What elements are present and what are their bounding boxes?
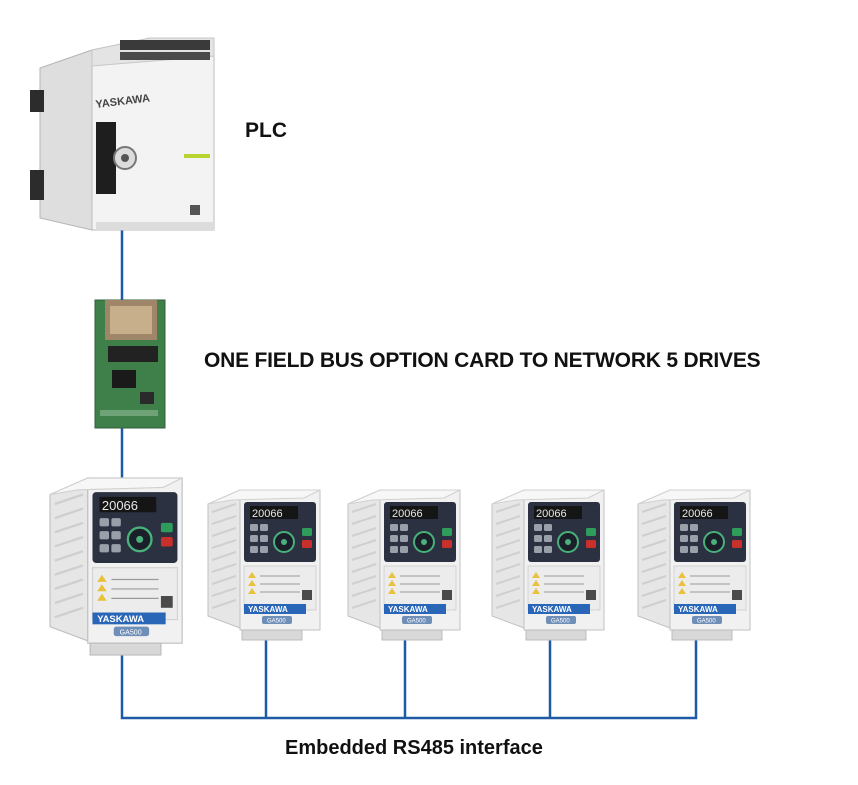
drive-brand-logo: YASKAWA bbox=[532, 605, 572, 614]
drive-brand-bar bbox=[244, 604, 306, 614]
drive-run-button bbox=[442, 528, 452, 536]
drive-display-value: 20066 bbox=[682, 508, 713, 520]
option-card-label: ONE FIELD BUS OPTION CARD TO NETWORK 5 D… bbox=[204, 349, 761, 372]
drive-display-value: 20066 bbox=[102, 498, 138, 513]
drive-model-label: GA500 bbox=[697, 619, 716, 625]
drive-brand-logo: YASKAWA bbox=[388, 605, 428, 614]
wiring bbox=[120, 230, 698, 720]
drive-stop-button bbox=[442, 540, 452, 548]
drive-model-label: GA500 bbox=[407, 619, 426, 625]
drive-stop-button bbox=[302, 540, 312, 548]
drive-stop-button bbox=[160, 537, 173, 547]
drive-stop-button bbox=[586, 540, 596, 548]
plc-label: PLC bbox=[245, 119, 287, 142]
drive-brand-logo: YASKAWA bbox=[97, 614, 144, 625]
drive-run-button bbox=[732, 528, 742, 536]
drive-display-value: 20066 bbox=[392, 508, 423, 520]
drive-display bbox=[680, 506, 728, 519]
drive-display bbox=[390, 506, 438, 519]
rs485-bus-label: Embedded RS485 interface bbox=[285, 737, 543, 759]
fieldbus-option-card bbox=[94, 299, 166, 429]
drive-stop-button bbox=[732, 540, 742, 548]
drive-display bbox=[99, 496, 157, 513]
drive-brand-bar bbox=[92, 612, 166, 625]
drive-display bbox=[534, 506, 582, 519]
drive-brand-logo: YASKAWA bbox=[678, 605, 718, 614]
drive-run-button bbox=[302, 528, 312, 536]
drive-model-label: GA500 bbox=[267, 619, 286, 625]
drive-brand-logo: YASKAWA bbox=[248, 605, 288, 614]
drive-brand-bar bbox=[384, 604, 446, 614]
drive-display-value: 20066 bbox=[252, 508, 283, 520]
drive-display-value: 20066 bbox=[536, 508, 567, 520]
drive-model-label: GA500 bbox=[120, 628, 142, 636]
drive-run-button bbox=[160, 522, 173, 533]
rs485-bus-wire bbox=[120, 632, 698, 720]
drive-run-button bbox=[586, 528, 596, 536]
drive-brand-bar bbox=[528, 604, 590, 614]
drive-display bbox=[250, 506, 298, 519]
drive-brand-bar bbox=[674, 604, 736, 614]
plc-device: YASKAWA bbox=[30, 37, 215, 231]
plc-status-strip bbox=[184, 154, 210, 158]
drive-row: 20066YASKAWAGA50020066YASKAWAGA50020066Y… bbox=[49, 477, 751, 656]
drive-model-label: GA500 bbox=[551, 619, 570, 625]
